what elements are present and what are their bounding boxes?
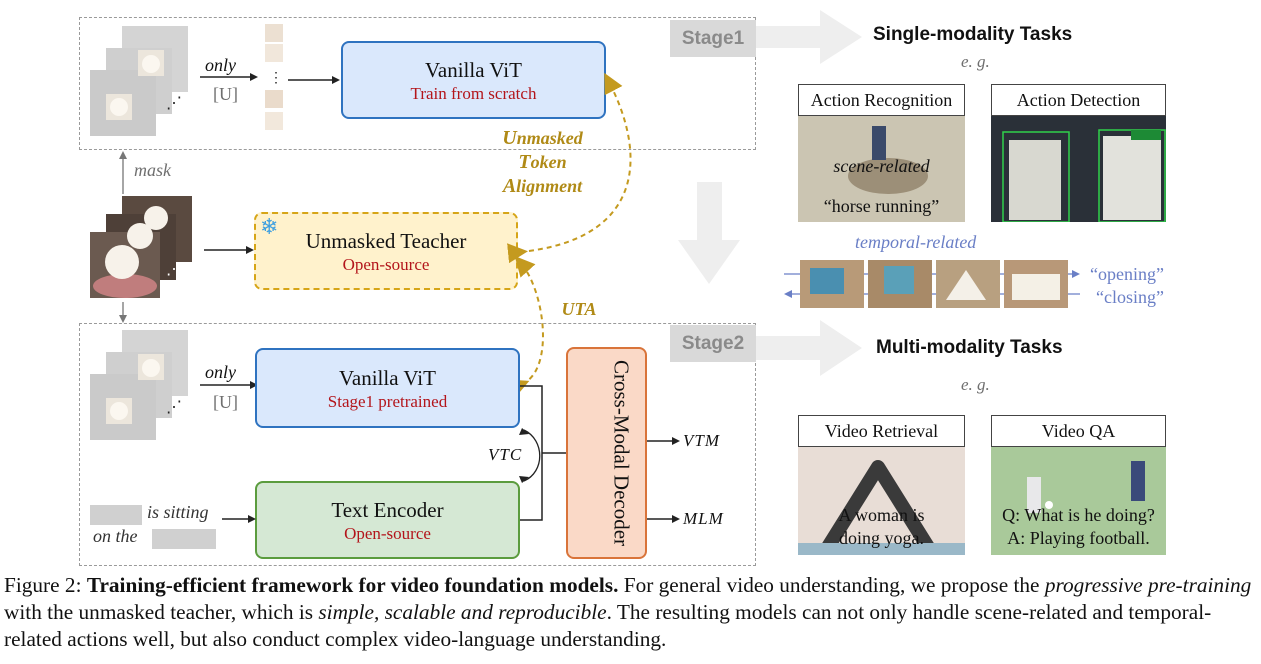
video-retrieval-image	[798, 447, 965, 555]
video-qa-image	[991, 447, 1166, 555]
teacher-title: Unmasked Teacher	[305, 228, 467, 253]
unmasked-teacher: Unmasked Teacher Open-source	[254, 212, 518, 290]
stage2-vit-subtitle: Stage1 pretrained	[327, 391, 448, 411]
stage1-vit-title: Vanilla ViT	[425, 57, 522, 82]
video-retrieval-card: Video Retrieval A woman is doing yoga.	[798, 415, 965, 555]
teacher-subtitle: Open-source	[342, 254, 430, 274]
scene-related-label: scene-related	[833, 156, 930, 176]
horse-running-label: “horse running”	[823, 196, 940, 216]
text-input-line2: on the	[93, 526, 138, 546]
uta-long-label: Unmasked Token Alignment	[502, 127, 583, 197]
caption-label: Figure 2:	[4, 573, 87, 597]
stage1-visible-tokens: ⋮	[265, 24, 283, 130]
stage2-only-label: only	[205, 362, 236, 382]
video-qa-card: Video QA Q: What is he doing? A: Playing…	[991, 415, 1166, 555]
action-detection-header: Action Detection	[991, 84, 1166, 116]
mlm-label: MLM	[683, 509, 724, 528]
stage2-tag: Stage2	[670, 325, 756, 362]
stage1-box	[79, 17, 756, 150]
temporal-book-frames	[784, 260, 1080, 308]
stage2-masked-frames: ⋰	[90, 330, 188, 440]
closing-label: “closing”	[1096, 287, 1164, 307]
vtm-label: VTM	[683, 431, 720, 450]
input-video-frames: ⋰	[90, 196, 192, 298]
text-input-line1: is sitting	[147, 502, 209, 522]
caption-text-2: with the unmasked teacher, which is	[4, 600, 319, 624]
video-retrieval-header: Video Retrieval	[798, 415, 965, 447]
retrieval-text-line1: A woman is	[838, 505, 925, 525]
vtc-label: VTC	[488, 445, 523, 464]
stage1-vit-subtitle: Train from scratch	[410, 83, 537, 103]
caption-text-3: . The resulting models can not only hand…	[4, 600, 1212, 651]
retrieval-text-line2: doing yoga.	[839, 528, 924, 548]
stage2-vanilla-vit: Vanilla ViT Stage1 pretrained	[255, 348, 520, 428]
caption-text-1: For general video understanding, we prop…	[618, 573, 1045, 597]
temporal-related-label: temporal-related	[855, 232, 977, 252]
eg-label-2: e. g.	[961, 375, 990, 394]
svg-text:⋰: ⋰	[166, 261, 182, 278]
stage1-input-arrow	[200, 73, 258, 81]
eg-label-1: e. g.	[961, 52, 990, 71]
svg-text:⋰: ⋰	[166, 399, 182, 416]
stage1-tag: Stage1	[670, 20, 756, 57]
stage1-masked-frames: ⋰	[90, 26, 188, 136]
stage2-box	[79, 323, 756, 566]
text-encoder: Text Encoder Open-source	[255, 481, 520, 559]
cross-modal-decoder: Cross-Modal Decoder	[566, 347, 647, 559]
caption-italic-2: simple, scalable and reproducible	[318, 600, 607, 624]
stage1-u-label: [U]	[213, 84, 238, 104]
action-detection-image	[991, 116, 1166, 223]
svg-text:⋰: ⋰	[166, 95, 182, 112]
snowflake-icon: ❄	[260, 214, 279, 239]
figure-caption: Figure 2: Training-efficient framework f…	[4, 572, 1259, 653]
caption-italic-1: progressive pre-training	[1044, 573, 1252, 597]
qa-answer: A: Playing football.	[1007, 528, 1150, 548]
text-encoder-title: Text Encoder	[331, 497, 444, 522]
video-qa-header: Video QA	[991, 415, 1166, 447]
teacher-input-arrow	[204, 246, 254, 254]
opening-label: “opening”	[1090, 264, 1164, 284]
action-recognition-image	[798, 116, 965, 222]
decoder-label: Cross-Modal Decoder	[609, 359, 634, 547]
stage2-input-arrow	[200, 381, 258, 389]
single-modality-title: Single-modality Tasks	[873, 24, 1073, 45]
action-recognition-card: Action Recognition scene-related “horse …	[798, 84, 965, 222]
stage2-vit-title: Vanilla ViT	[339, 365, 436, 390]
caption-bold: Training-efficient framework for video f…	[86, 573, 619, 597]
stage1-only-label: only	[205, 55, 236, 75]
action-recognition-header: Action Recognition	[798, 84, 965, 116]
down-arrow-to-stage2	[119, 302, 127, 323]
mask-label: mask	[134, 160, 171, 180]
mask-up-arrow	[119, 151, 127, 194]
uta-short-label: UTA	[561, 299, 597, 319]
text-input-arrow	[222, 515, 256, 523]
qa-question: Q: What is he doing?	[1002, 505, 1155, 525]
multi-modality-title: Multi-modality Tasks	[876, 337, 1063, 358]
stage1-token-arrow	[288, 76, 340, 84]
action-detection-card: Action Detection	[991, 84, 1166, 223]
text-encoder-subtitle: Open-source	[344, 523, 431, 543]
svg-text:⋮: ⋮	[269, 71, 283, 86]
stage2-u-label: [U]	[213, 392, 238, 412]
text-mask-block-1	[90, 505, 142, 525]
text-mask-block-2	[152, 529, 216, 549]
